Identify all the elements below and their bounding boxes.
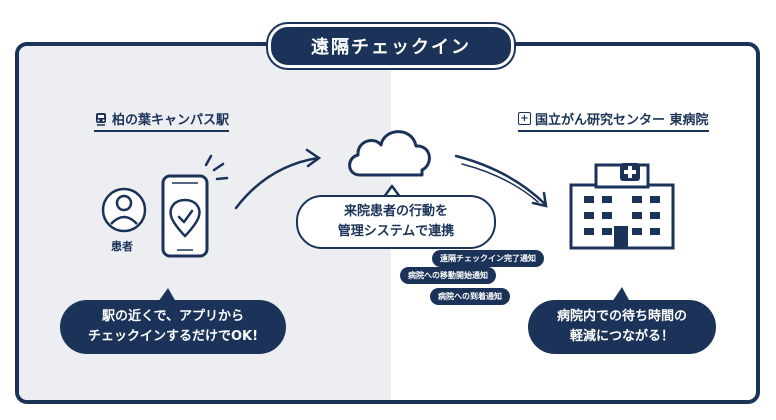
hospital-message-bubble: 病院内での待ち時間の 軽減につながる！ — [528, 300, 716, 354]
notification-move-start: 病院への移動開始通知 — [400, 267, 496, 284]
patient-icon — [101, 187, 147, 233]
right-bubble-tail — [612, 287, 630, 302]
bubble-line: 来院患者の行動を — [343, 204, 448, 219]
map-pin-icon — [169, 198, 201, 238]
center-bubble-tail — [382, 184, 402, 198]
bubble-line: チェックインするだけでOK! — [87, 329, 259, 344]
cloud-icon — [348, 130, 431, 177]
notification-checkin-complete: 遠隔チェックイン完了通知 — [432, 250, 544, 267]
hospital-label: + 国立がん研究センター 東病院 — [518, 109, 709, 132]
train-icon — [96, 112, 106, 126]
hospital-name: 国立がん研究センター 東病院 — [535, 113, 709, 128]
left-bubble-tail — [158, 288, 176, 302]
arrow-to-cloud — [234, 148, 322, 210]
arrow-to-hospital — [454, 154, 548, 208]
hospital-building-icon — [569, 163, 675, 250]
station-label: 柏の葉キャンパス駅 — [94, 109, 230, 132]
signal-lines — [204, 154, 229, 181]
bubble-line: 駅の近くで、アプリから — [101, 309, 245, 324]
bubble-line: 管理システムで連携 — [337, 224, 455, 239]
station-message-bubble: 駅の近くで、アプリから チェックインするだけでOK! — [60, 300, 286, 354]
patient-label: 患者 — [111, 240, 133, 253]
diagram-title: 遠隔チェックイン — [268, 24, 514, 68]
system-message-bubble: 来院患者の行動を 管理システムで連携 — [296, 195, 496, 249]
hospital-cross-icon: + — [518, 112, 531, 125]
notification-arrival: 病院への到着通知 — [430, 288, 510, 305]
bubble-line: 軽減につながる！ — [569, 329, 674, 344]
bubble-line: 病院内での待ち時間の — [556, 309, 687, 324]
station-name: 柏の葉キャンパス駅 — [112, 113, 230, 128]
